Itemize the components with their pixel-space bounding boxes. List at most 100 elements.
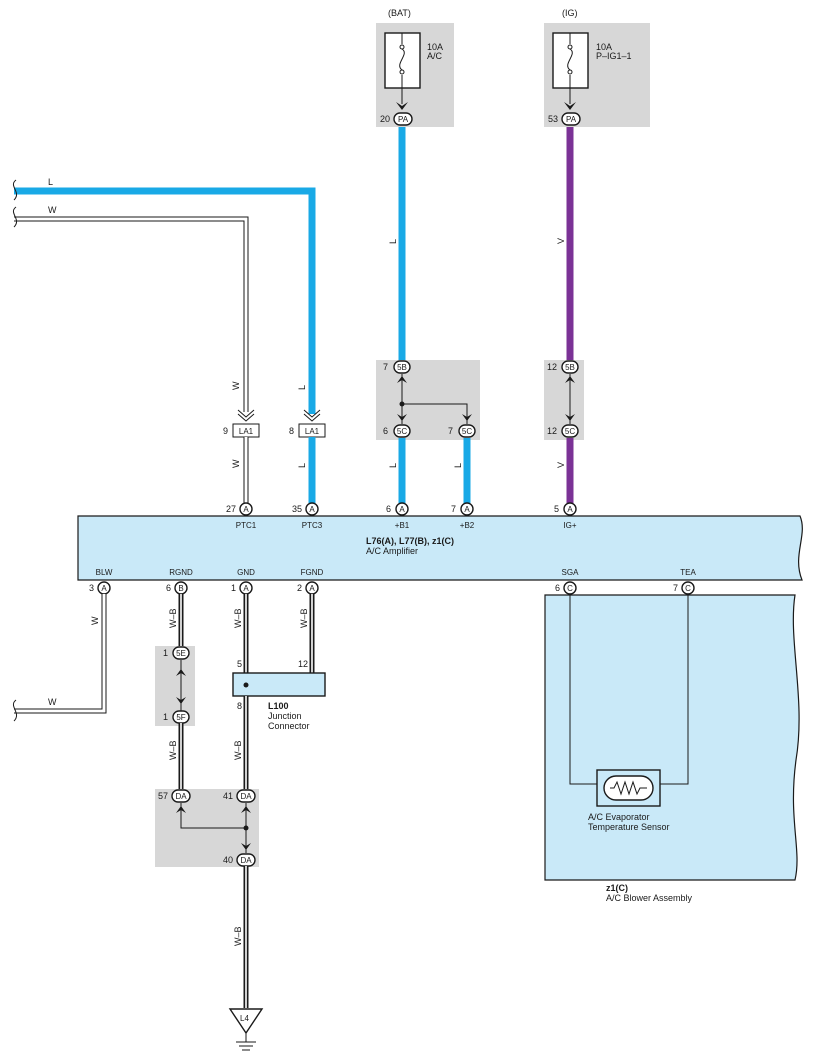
svg-text:A: A: [399, 505, 405, 514]
connector-ig-5b: 5B 12: [547, 360, 579, 374]
wire-gnd-wb-lower: W–B: [233, 696, 249, 789]
svg-text:7: 7: [451, 504, 456, 514]
fuse-box-ig: (IG) 10A P–IG1–1: [544, 8, 650, 127]
wire-ig-v: V: [556, 127, 574, 360]
pin-bat-pa: PA 20: [380, 112, 413, 126]
connector-rgnd-5f: 5F 1: [163, 710, 190, 724]
amp-pin-b2: A 7 +B2: [451, 502, 475, 530]
wire-b1-l: L: [388, 438, 406, 503]
svg-text:L: L: [297, 385, 307, 390]
amp-pin-fgnd: FGND A 2: [297, 568, 324, 595]
svg-text:5F: 5F: [176, 713, 185, 722]
svg-text:5: 5: [554, 504, 559, 514]
wire-b2-l: L: [453, 438, 471, 503]
svg-text:PA: PA: [398, 115, 409, 124]
amp-pin-b1: A 6 +B1: [386, 502, 410, 530]
svg-text:12: 12: [547, 426, 557, 436]
fuse-bat-rating: 10A: [427, 42, 443, 52]
svg-text:12: 12: [298, 659, 308, 669]
svg-text:DA: DA: [240, 792, 252, 801]
svg-text:A/C Blower Assembly: A/C Blower Assembly: [606, 893, 693, 903]
amplifier-title: L76(A), L77(B), z1(C): [366, 536, 454, 546]
connector-da40: DA 40: [223, 853, 256, 867]
connector-da57: DA 57: [158, 789, 191, 803]
svg-text:8: 8: [289, 426, 294, 436]
svg-text:W–B: W–B: [233, 740, 243, 760]
junction-connector-l100: 5 12 8 L100 Junction Connector: [232, 659, 326, 731]
svg-text:PTC1: PTC1: [236, 521, 257, 530]
svg-text:RGND: RGND: [169, 568, 193, 577]
svg-text:5C: 5C: [462, 427, 472, 436]
amp-pin-blw: BLW A 3: [89, 568, 113, 595]
svg-text:V: V: [556, 238, 566, 244]
svg-text:8: 8: [237, 701, 242, 711]
wire-sensor-tea: [660, 594, 689, 785]
wire-bat-l: L: [388, 127, 406, 360]
svg-text:A: A: [567, 505, 573, 514]
svg-text:+B1: +B1: [395, 521, 410, 530]
svg-text:B: B: [178, 584, 183, 593]
svg-text:W: W: [90, 616, 100, 625]
wire-blw-w: W W: [12, 594, 107, 722]
svg-text:GND: GND: [237, 568, 255, 577]
svg-text:PTC3: PTC3: [302, 521, 323, 530]
wire-top-left-l: L: [14, 177, 316, 414]
svg-text:40: 40: [223, 855, 233, 865]
ac-amplifier: L76(A), L77(B), z1(C) A/C Amplifier: [77, 515, 803, 581]
svg-text:L: L: [388, 463, 398, 468]
svg-text:1: 1: [163, 648, 168, 658]
svg-text:L4: L4: [240, 1014, 249, 1023]
svg-text:IG+: IG+: [563, 521, 576, 530]
connector-da41: DA 41: [223, 789, 256, 803]
svg-text:53: 53: [548, 114, 558, 124]
wire-fgnd-wb: W–B: [246, 594, 315, 688]
svg-text:1: 1: [231, 583, 236, 593]
wire-sensor-sga: [569, 594, 597, 785]
svg-text:W–B: W–B: [168, 608, 178, 628]
svg-text:57: 57: [158, 791, 168, 801]
svg-text:L: L: [388, 239, 398, 244]
svg-text:LA1: LA1: [239, 427, 254, 436]
svg-text:41: 41: [223, 791, 233, 801]
svg-text:TEA: TEA: [680, 568, 696, 577]
svg-text:9: 9: [223, 426, 228, 436]
sensor-label-2: Temperature Sensor: [588, 822, 670, 832]
svg-text:L: L: [48, 177, 53, 187]
amp-pin-ig: A 5 IG+: [554, 502, 577, 530]
svg-text:W–B: W–B: [299, 608, 309, 628]
svg-text:SGA: SGA: [562, 568, 580, 577]
svg-text:+B2: +B2: [460, 521, 475, 530]
svg-text:1: 1: [163, 712, 168, 722]
svg-text:z1(C): z1(C): [606, 883, 628, 893]
svg-text:PA: PA: [566, 115, 577, 124]
wire-rgnd-wb-lower: W–B: [168, 723, 184, 789]
sensor-label-1: A/C Evaporator: [588, 812, 650, 822]
amp-pin-ptc1: A 27 PTC1: [226, 502, 257, 530]
svg-text:6: 6: [383, 426, 388, 436]
svg-text:A: A: [309, 505, 315, 514]
pin-ig-pa: PA 53: [548, 112, 581, 126]
svg-text:20: 20: [380, 114, 390, 124]
blower-assembly-box: z1(C) A/C Blower Assembly: [544, 594, 800, 903]
connector-bat-5c: 5C 6: [383, 424, 411, 438]
svg-text:5: 5: [237, 659, 242, 669]
svg-text:5E: 5E: [176, 649, 186, 658]
svg-text:5B: 5B: [397, 363, 407, 372]
svg-text:DA: DA: [175, 792, 187, 801]
fuse-ig-name: P–IG1–1: [596, 51, 632, 61]
fuse-bat-name: A/C: [427, 51, 443, 61]
svg-text:27: 27: [226, 504, 236, 514]
svg-text:C: C: [567, 584, 573, 593]
fuse-bat-supply: (BAT): [388, 8, 411, 18]
wire-break-icon: [12, 179, 18, 228]
wire-ground-wb: W–B: [233, 866, 249, 1008]
amplifier-name: A/C Amplifier: [366, 546, 418, 556]
svg-text:6: 6: [386, 504, 391, 514]
connector-b2-5c: 5C 7: [448, 424, 476, 438]
svg-text:L: L: [453, 463, 463, 468]
wire-rgnd-wb: W–B: [168, 594, 184, 647]
svg-text:Junction: Junction: [268, 711, 302, 721]
wire-gnd-wb: W–B: [233, 594, 249, 673]
svg-text:W–B: W–B: [168, 740, 178, 760]
svg-text:L: L: [297, 463, 307, 468]
